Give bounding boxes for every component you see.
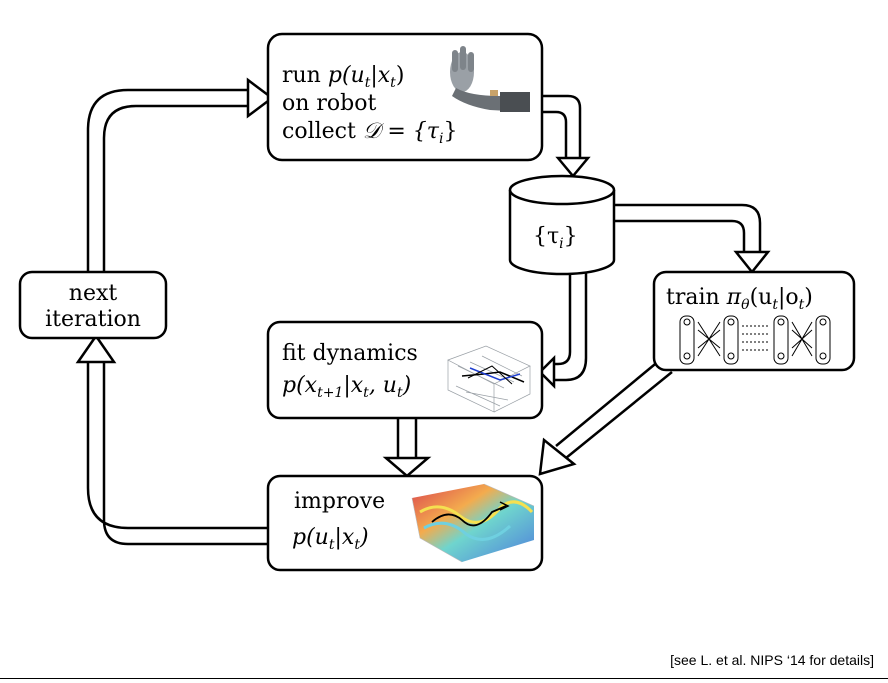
improve-policy-box: improve p(ut|xt) [266, 474, 544, 572]
cost-surface-image [411, 483, 535, 563]
fit-dynamics-box: fit dynamics p(xt+1|xt, ut) [266, 320, 544, 420]
arrow-improve-to-next [75, 333, 268, 546]
next-line2: iteration [45, 307, 141, 332]
arrow-train-to-improve [538, 359, 673, 476]
citation-footer: [see L. et al. NIPS ‘14 for details] [670, 652, 874, 668]
dynamics-plot-image [447, 345, 531, 413]
run-line3: collect 𝒟 = {τi} [282, 119, 457, 147]
arrow-fit-to-improve [382, 418, 432, 478]
arrow-data-to-fit [538, 272, 588, 390]
run-line2: on robot [282, 91, 376, 116]
fit-line1: fit dynamics [282, 341, 418, 366]
run-policy-box: run p(ut|xt) on robot collect 𝒟 = {τi} [266, 32, 544, 162]
neural-network-icon [679, 315, 831, 365]
database-label: {τi} [533, 224, 578, 252]
train-policy-box: train πθ(ut|ot) [652, 270, 856, 372]
next-line1: next [69, 281, 118, 306]
next-iteration-box: next iteration [18, 270, 168, 340]
train-label: train πθ(ut|ot) [666, 285, 813, 313]
bottom-rule [0, 678, 888, 679]
robot-hand-image [450, 46, 530, 112]
arrow-run-to-data [542, 94, 591, 178]
improve-line2: p(ut|xt) [292, 525, 369, 553]
arrow-next-to-run [86, 77, 275, 272]
trajectory-database: {τi} [508, 174, 616, 276]
arrow-data-to-train [614, 203, 771, 275]
improve-line1: improve [294, 489, 385, 514]
fit-line2: p(xt+1|xt, ut) [282, 373, 411, 401]
run-line1: run p(ut|xt) [282, 63, 404, 91]
